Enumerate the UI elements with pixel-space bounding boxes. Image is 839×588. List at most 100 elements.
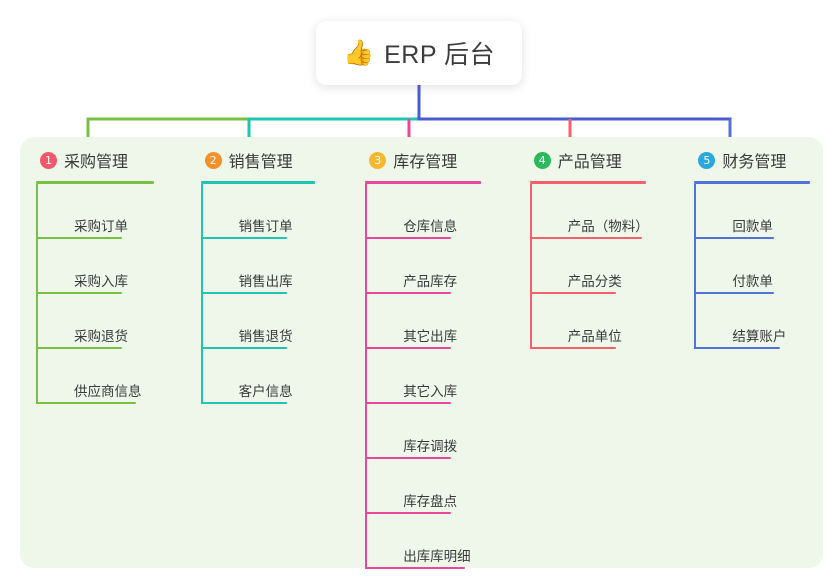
leaf-item-label: 出库库明细 — [403, 549, 471, 564]
leaf-item[interactable]: 销售订单 — [200, 184, 350, 239]
leaf-item[interactable]: 销售出库 — [200, 239, 350, 294]
leaf-item-label: 库存调拨 — [403, 439, 458, 454]
leaf-item-label: 采购订单 — [74, 219, 128, 234]
column-underline — [200, 181, 315, 184]
leaf-item[interactable]: 库存调拨 — [365, 404, 514, 459]
leaf-item-label: 销售订单 — [238, 219, 293, 234]
leaf-item[interactable]: 采购入库 — [36, 239, 185, 294]
leaf-item[interactable]: 结算账户 — [694, 294, 839, 349]
leaf-underline — [200, 237, 287, 239]
leaf-item-label: 采购退货 — [74, 329, 128, 344]
leaf-list: 仓库信息产品库存其它出库其它入库库存调拨库存盘点出库库明细 — [365, 184, 514, 569]
column-number-badge: 3 — [369, 151, 387, 169]
leaf-item[interactable]: 出库库明细 — [365, 514, 514, 569]
leaf-underline — [694, 347, 781, 349]
leaf-item-label: 采购入库 — [74, 274, 128, 289]
leaf-underline — [365, 402, 452, 404]
leaf-item[interactable]: 采购退货 — [36, 294, 185, 349]
column-采购管理: 1 采购管理采购订单采购入库采购退货供应商信息 — [20, 137, 185, 568]
leaf-item[interactable]: 产品（物料） — [529, 184, 679, 239]
column-title: 产品管理 — [557, 154, 622, 171]
leaf-item[interactable]: 产品分类 — [529, 239, 679, 294]
column-title: 销售管理 — [228, 154, 293, 171]
leaf-underline — [529, 237, 642, 239]
column-container: 1 采购管理采购订单采购入库采购退货供应商信息 2 销售管理销售订单销售出库销售退货客… — [20, 137, 823, 569]
column-underline — [529, 181, 646, 184]
column-产品管理: 4 产品管理产品（物料） 产品分类产品单位 — [514, 137, 679, 568]
leaf-underline — [36, 347, 122, 349]
leaf-item-label: 销售出库 — [238, 274, 293, 289]
leaf-item[interactable]: 产品单位 — [529, 294, 679, 349]
leaf-list: 销售订单销售出库销售退货客户信息 — [200, 184, 350, 404]
leaf-item[interactable]: 库存盘点 — [365, 459, 514, 514]
leaf-item[interactable]: 仓库信息 — [365, 184, 514, 239]
leaf-item[interactable]: 供应商信息 — [36, 349, 185, 404]
column-库存管理: 3 库存管理仓库信息产品库存其它出库其它入库库存调拨库存盘点出库库明细 — [349, 137, 514, 569]
leaf-item-label: 产品（物料） — [567, 219, 649, 234]
leaf-underline — [365, 567, 466, 569]
leaf-item[interactable]: 付款单 — [694, 239, 839, 294]
leaf-item-label: 其它入库 — [403, 384, 458, 399]
leaf-item-label: 销售退货 — [238, 329, 293, 344]
leaf-item-label: 付款单 — [732, 274, 773, 289]
column-title: 库存管理 — [393, 154, 458, 171]
column-underline — [694, 181, 811, 184]
leaf-item-label: 仓库信息 — [403, 219, 458, 234]
diagram-panel — [20, 137, 823, 568]
trunk-line — [200, 184, 203, 404]
leaf-underline — [200, 292, 287, 294]
leaf-underline — [694, 292, 775, 294]
column-number-badge: 2 — [204, 151, 222, 169]
leaf-item-label: 产品库存 — [403, 274, 458, 289]
column-财务管理: 5 财务管理回款单付款单结算账户 — [678, 137, 839, 568]
leaf-underline — [36, 402, 136, 404]
root-node-card[interactable]: 👍 ERP 后台 — [316, 21, 522, 85]
column-header-销售管理[interactable]: 2 销售管理 — [185, 145, 350, 175]
column-underline — [365, 181, 482, 184]
leaf-underline — [365, 292, 452, 294]
leaf-underline — [36, 292, 122, 294]
leaf-item[interactable]: 回款单 — [694, 184, 839, 239]
column-number-badge: 4 — [533, 151, 551, 169]
leaf-underline — [200, 402, 287, 404]
leaf-item-label: 客户信息 — [238, 384, 293, 399]
leaf-list: 采购订单采购入库采购退货供应商信息 — [36, 184, 185, 404]
column-number-badge: 1 — [40, 151, 57, 169]
leaf-underline — [365, 457, 452, 459]
column-header-采购管理[interactable]: 1 采购管理 — [20, 145, 185, 175]
trunk-line — [36, 184, 38, 404]
leaf-list: 产品（物料） 产品分类产品单位 — [529, 184, 679, 349]
column-title: 采购管理 — [64, 154, 129, 171]
leaf-underline — [36, 237, 122, 239]
leaf-item-label: 库存盘点 — [403, 494, 458, 509]
column-header-财务管理[interactable]: 5 财务管理 — [678, 145, 839, 175]
leaf-item[interactable]: 采购订单 — [36, 184, 185, 239]
leaf-item-label: 结算账户 — [732, 329, 787, 344]
column-title: 财务管理 — [722, 154, 787, 171]
leaf-item-label: 产品分类 — [567, 274, 622, 289]
leaf-item-label: 回款单 — [732, 219, 773, 234]
root-title: ERP 后台 — [384, 41, 496, 69]
leaf-underline — [365, 512, 452, 514]
leaf-underline — [694, 237, 775, 239]
leaf-item-label: 产品单位 — [567, 329, 622, 344]
leaf-item[interactable]: 其它出库 — [365, 294, 514, 349]
column-header-库存管理[interactable]: 3 库存管理 — [349, 145, 514, 175]
leaf-underline — [365, 347, 452, 349]
leaf-underline — [365, 237, 452, 239]
column-header-产品管理[interactable]: 4 产品管理 — [514, 145, 679, 175]
leaf-item-label: 供应商信息 — [74, 384, 142, 399]
trunk-line — [694, 184, 697, 349]
column-销售管理: 2 销售管理销售订单销售出库销售退货客户信息 — [185, 137, 350, 568]
leaf-underline — [529, 347, 616, 349]
leaf-underline — [529, 292, 616, 294]
leaf-item[interactable]: 销售退货 — [200, 294, 350, 349]
leaf-list: 回款单付款单结算账户 — [694, 184, 839, 349]
leaf-item[interactable]: 客户信息 — [200, 349, 350, 404]
column-underline — [36, 181, 154, 184]
leaf-item[interactable]: 其它入库 — [365, 349, 514, 404]
leaf-underline — [200, 347, 287, 349]
column-number-badge: 5 — [698, 151, 716, 169]
leaf-item[interactable]: 产品库存 — [365, 239, 514, 294]
leaf-item-label: 其它出库 — [403, 329, 458, 344]
